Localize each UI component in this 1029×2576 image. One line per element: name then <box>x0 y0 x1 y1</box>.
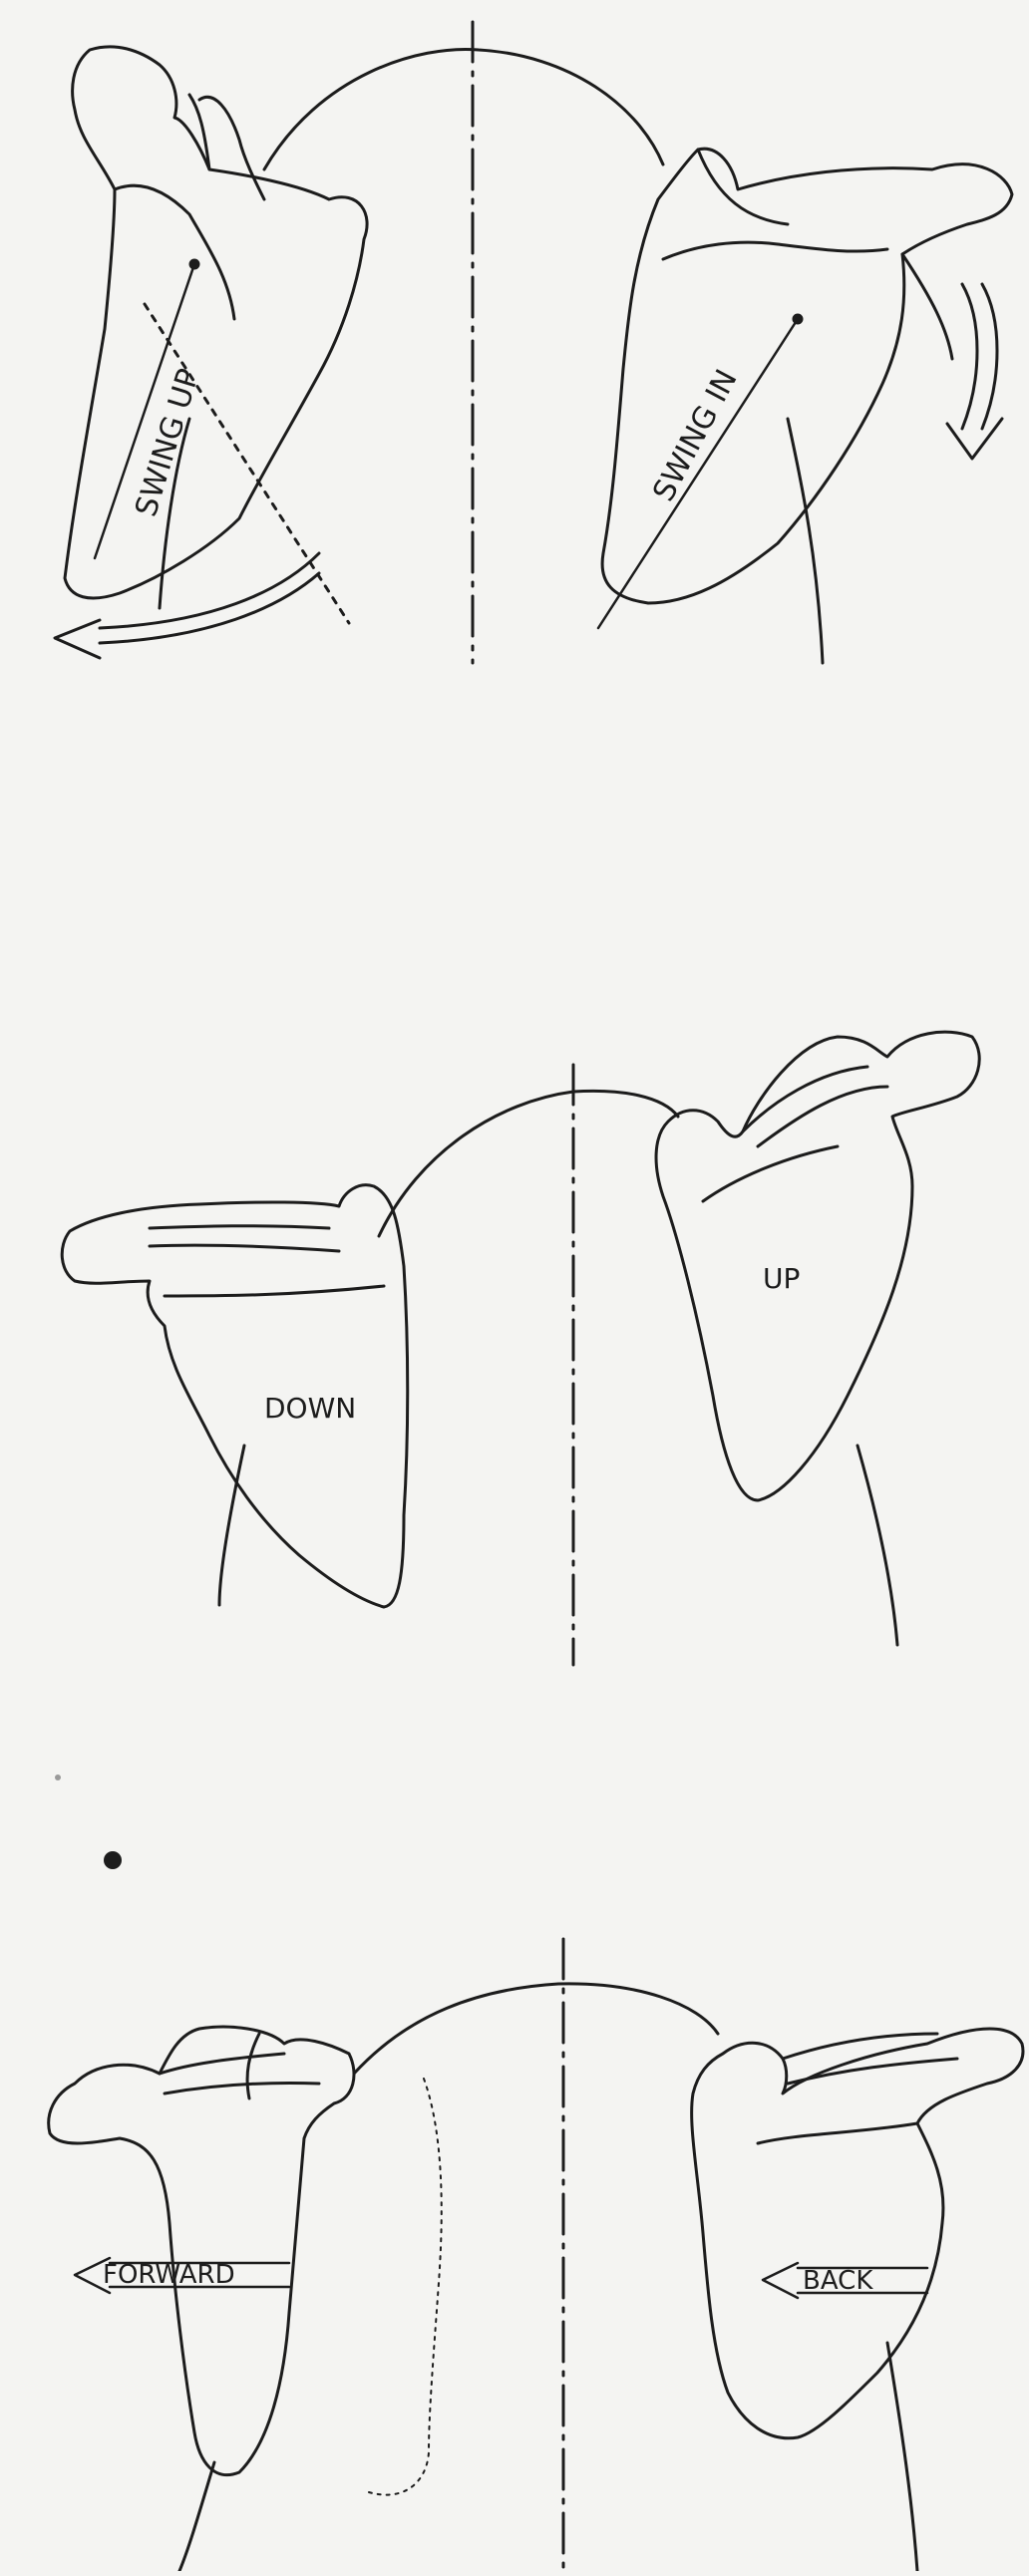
ink-spot <box>104 1851 122 1869</box>
panel-elevation: DOWN UP <box>62 1032 979 1665</box>
torso-right-line <box>788 419 823 663</box>
right-scapula <box>692 2029 1023 2438</box>
label-up: UP <box>763 1262 800 1295</box>
right-scapula <box>656 1032 979 1500</box>
torso-left-line <box>219 1446 244 1605</box>
torso-left-line <box>179 2462 214 2571</box>
swing-up-arrow <box>55 553 319 658</box>
label-swing-up: SWING UP <box>129 365 206 520</box>
head-outline <box>264 49 663 169</box>
panel-swing: SWING UP SWING IN <box>55 22 1012 663</box>
panel-protraction: FORWARD BACK <box>49 1939 1023 2571</box>
torso-right-line <box>858 1446 897 1645</box>
left-scapula <box>49 2027 354 2474</box>
swing-in-arrow <box>947 284 1002 459</box>
label-swing-in: SWING IN <box>646 364 745 507</box>
left-scapula <box>65 47 367 623</box>
head-outline <box>354 1984 718 2074</box>
right-scapula <box>598 149 1012 628</box>
label-down: DOWN <box>264 1392 356 1425</box>
ink-spot-faint <box>55 1774 61 1780</box>
torso-right-line <box>887 2343 917 2571</box>
label-forward: FORWARD <box>103 2260 235 2290</box>
dotted-contour <box>369 2079 442 2495</box>
label-back: BACK <box>803 2266 873 2296</box>
head-outline <box>379 1091 678 1236</box>
